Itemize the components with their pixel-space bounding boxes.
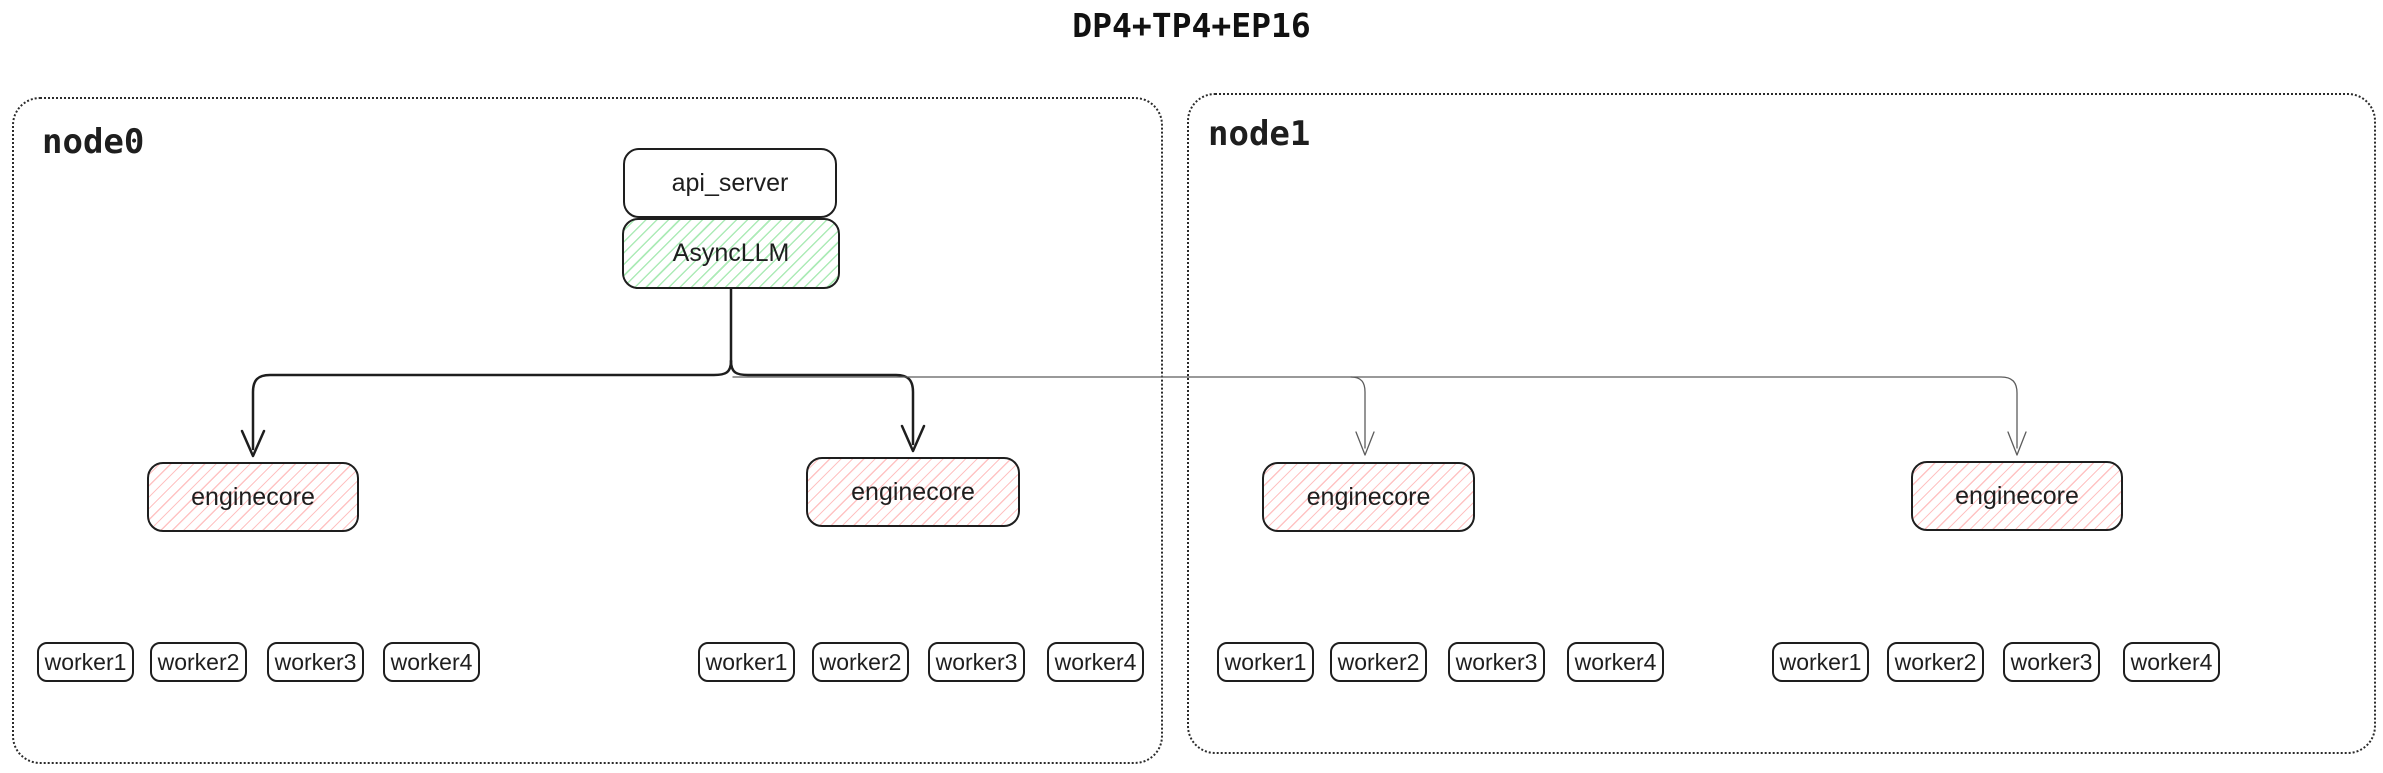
worker-box: worker3 — [928, 642, 1025, 682]
diagram-title: DP4+TP4+EP16 — [1072, 6, 1311, 45]
worker-box: worker2 — [1887, 642, 1984, 682]
worker-box: worker2 — [1330, 642, 1427, 682]
enginecore-box-node1-1: enginecore — [1262, 462, 1475, 532]
worker-box: worker2 — [812, 642, 909, 682]
arrow-to-enginecore4 — [732, 376, 2018, 449]
worker-box: worker4 — [2123, 642, 2220, 682]
enginecore-box-node0-1: enginecore — [147, 462, 359, 532]
worker-box: worker1 — [698, 642, 795, 682]
node1-container — [1187, 93, 2376, 754]
api-server-box: api_server — [623, 148, 837, 218]
worker-box: worker1 — [37, 642, 134, 682]
worker-box: worker3 — [2003, 642, 2100, 682]
enginecore-box-node0-2: enginecore — [806, 457, 1020, 527]
worker-box: worker3 — [1448, 642, 1545, 682]
arrowhead-enginecore1 — [240, 429, 266, 458]
node0-container — [12, 97, 1163, 764]
worker-box: worker2 — [150, 642, 247, 682]
worker-box: worker4 — [1047, 642, 1144, 682]
arrowhead-enginecore4 — [2007, 431, 2027, 456]
arrow-to-enginecore1 — [251, 359, 733, 451]
worker-box: worker4 — [1567, 642, 1664, 682]
enginecore-box-node1-2: enginecore — [1911, 461, 2123, 531]
node0-label: node0 — [42, 122, 145, 162]
node1-label: node1 — [1208, 114, 1311, 154]
arrow-to-enginecore2 — [729, 359, 915, 446]
worker-box: worker3 — [267, 642, 364, 682]
asyncllm-box: AsyncLLM — [622, 218, 840, 289]
arrowhead-enginecore3 — [1355, 431, 1375, 456]
arrow-to-enginecore3 — [1350, 376, 1366, 449]
worker-box: worker1 — [1772, 642, 1869, 682]
arrowhead-enginecore2 — [900, 424, 926, 453]
worker-box: worker4 — [383, 642, 480, 682]
worker-box: worker1 — [1217, 642, 1314, 682]
